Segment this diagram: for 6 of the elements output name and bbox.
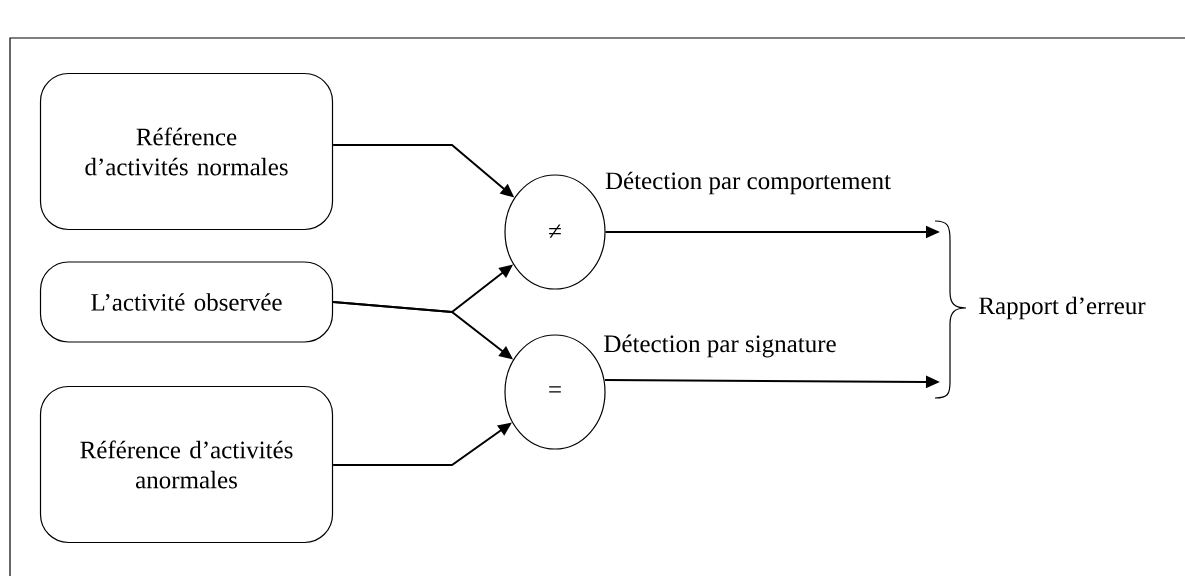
process-box: L’activité observée <box>39 261 334 343</box>
result-text: Rapport d’erreur <box>979 296 1146 320</box>
edge-label: Détection par signature <box>604 334 836 358</box>
process-box: Référence d’activités anormales <box>39 385 334 544</box>
process-box: Référence d’activités normales <box>39 72 334 231</box>
edge-label: Détection par comportement <box>605 171 891 195</box>
